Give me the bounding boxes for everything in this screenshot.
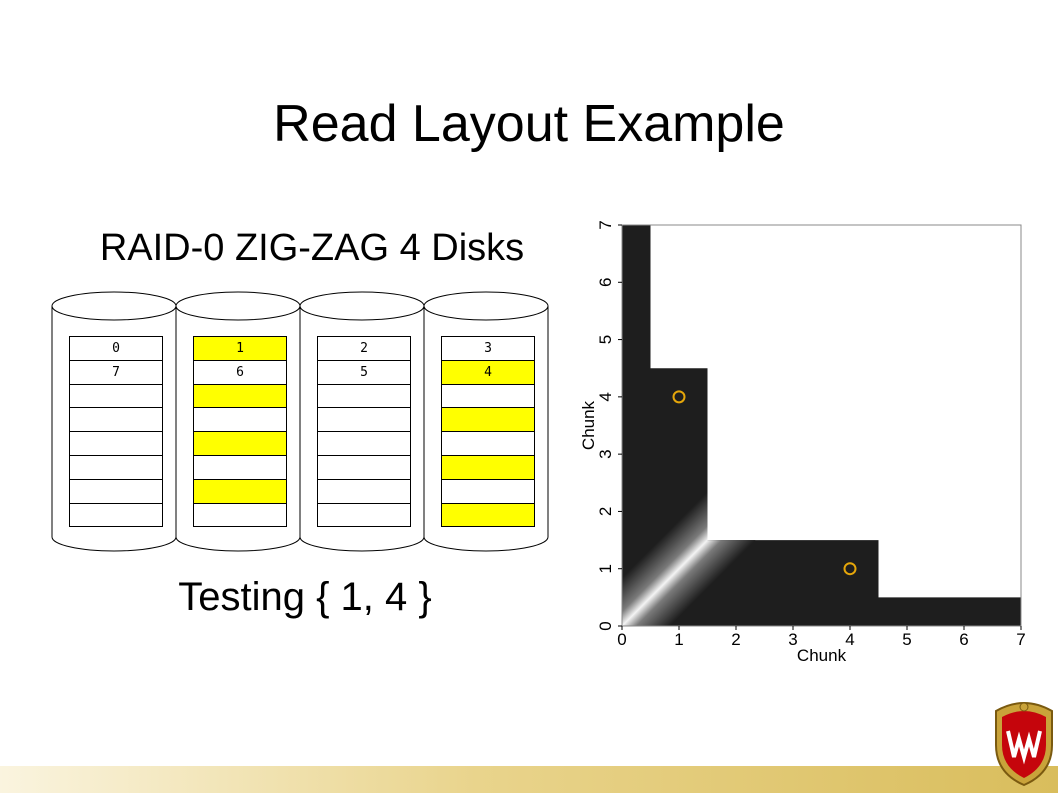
disk-chunk-cell xyxy=(193,407,287,433)
x-tick-label: 4 xyxy=(845,630,854,649)
disk-chunk-cell xyxy=(317,407,411,433)
data-marker xyxy=(672,390,686,404)
disk-cylinder-top xyxy=(423,291,549,321)
disk-chunk-cell xyxy=(193,455,287,480)
disk-chunk-cell xyxy=(441,502,535,528)
y-tick-label: 4 xyxy=(596,392,615,401)
disk-chunk-cell xyxy=(69,455,163,480)
x-tick-label: 5 xyxy=(902,630,911,649)
y-tick-label: 0 xyxy=(596,621,615,630)
raid-subtitle: RAID-0 ZIG-ZAG 4 Disks xyxy=(99,227,525,269)
university-crest-logo xyxy=(995,702,1053,787)
disk-chunk-cell xyxy=(69,502,163,528)
disk-chunk-cell xyxy=(193,478,287,504)
x-tick-label: 7 xyxy=(1016,630,1025,649)
y-tick-label: 1 xyxy=(596,564,615,573)
disk-chunk-cell xyxy=(317,502,411,528)
x-tick-label: 0 xyxy=(617,630,626,649)
y-tick-label: 7 xyxy=(596,220,615,229)
disk-chunk-cell xyxy=(193,431,287,456)
disk-chunk-cell xyxy=(317,455,411,480)
y-tick-label: 2 xyxy=(596,507,615,516)
footer-bar xyxy=(0,766,1058,793)
x-tick-label: 3 xyxy=(788,630,797,649)
y-tick-label: 5 xyxy=(596,335,615,344)
plot-frame xyxy=(621,224,1022,627)
x-tick-label: 2 xyxy=(731,630,740,649)
y-tick-label: 6 xyxy=(596,278,615,287)
slide-title: Read Layout Example xyxy=(273,95,785,153)
disk-chunk-cell xyxy=(441,407,535,433)
disk-chunk-cell xyxy=(69,407,163,433)
disk-chunk-cell: 5 xyxy=(317,359,411,385)
data-marker xyxy=(843,562,857,576)
y-axis-label: Chunk xyxy=(579,400,598,450)
x-axis-label: Chunk xyxy=(797,646,847,665)
x-tick-label: 1 xyxy=(674,630,683,649)
disk-chunk-cell: 1 xyxy=(193,336,287,361)
disk-chunk-cell xyxy=(69,383,163,409)
y-tick-label: 3 xyxy=(596,449,615,458)
x-tick-label: 6 xyxy=(959,630,968,649)
disk-chunk-cell xyxy=(193,502,287,528)
testing-label: Testing { 1, 4 } xyxy=(178,575,432,619)
